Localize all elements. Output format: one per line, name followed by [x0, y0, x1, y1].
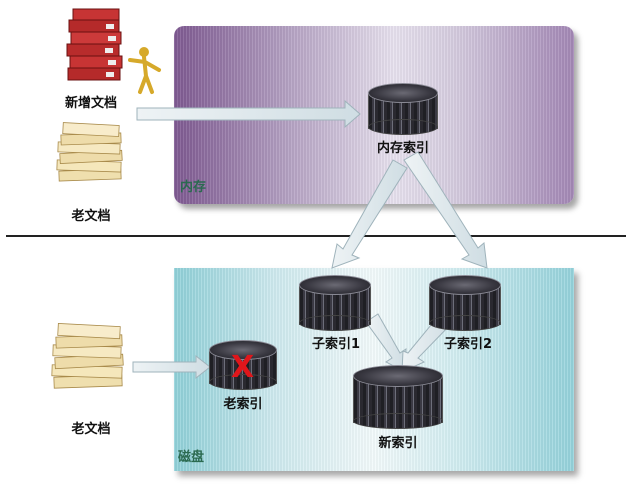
old-docs-arrow [132, 354, 211, 380]
memory-index-label: 内存索引 [376, 141, 429, 156]
figure-icon [128, 47, 161, 94]
new-docs-label: 新增文档 [64, 96, 117, 111]
new-docs-arrow [136, 99, 361, 129]
disk-label: 磁盘 [178, 450, 205, 465]
new-index-label: 新索引 [378, 436, 418, 451]
sub-index-2-label: 子索引2 [443, 337, 493, 352]
new-index-drum [353, 365, 443, 429]
binders-icon [66, 8, 161, 94]
memory-disk-divider [6, 235, 626, 237]
sub-index-1-drum [299, 275, 371, 331]
memory-label: 内存 [180, 180, 207, 195]
delete-x-mark: X [231, 350, 255, 385]
memory-to-subindex1-arrow [331, 159, 408, 269]
sub-index-2-drum [429, 275, 501, 331]
memory-to-subindex2-arrow [403, 151, 488, 269]
paper-stack-icon [56, 122, 123, 182]
memory-index-drum [368, 83, 438, 135]
old-docs-bottom-label: 老文档 [71, 422, 111, 437]
sub-index-1-label: 子索引1 [311, 337, 361, 352]
paper-stack-icon [51, 323, 124, 389]
old-index-label: 老索引 [223, 397, 263, 412]
old-docs-top-label: 老文档 [71, 209, 111, 224]
old-index-drum: X [209, 340, 277, 390]
